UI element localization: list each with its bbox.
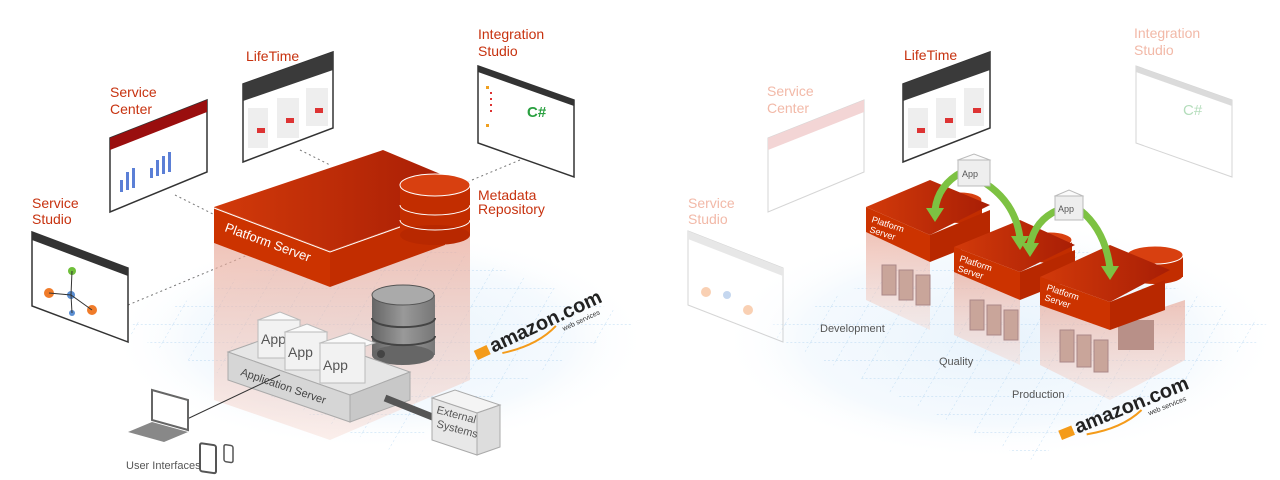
service-center-label-1: Service [110,84,157,100]
service-center-label-2: Center [110,101,152,117]
service-center-screen-faded[interactable] [767,99,865,213]
service-studio-label-1: Service [688,195,735,211]
laptop-icon [128,388,189,442]
arrow-head-icon [1101,266,1119,280]
csharp-icon: C# [527,104,547,121]
app-cubes: App App App [256,311,377,384]
right-diagram: C# Service Studio Service Center Integra… [687,25,1280,460]
connector-lines [127,149,521,306]
service-center-label-1: Service [767,83,814,99]
service-studio-label-2: Studio [32,211,72,227]
environment-development[interactable]: Platform Server [866,180,990,330]
environment-label-production: Production [1012,389,1065,401]
app-label: App [261,331,286,347]
external-pipe [383,394,437,422]
arrow-to-production [1077,207,1114,269]
arrow-head-icon [1021,243,1039,257]
service-center-screen[interactable] [109,98,208,214]
tablet-icon [199,442,217,475]
environment-label-quality: Quality [939,356,974,368]
integration-studio-label-1: Integration [1134,25,1200,41]
app-label: App [288,344,313,360]
lifetime-label: LifeTime [246,48,299,64]
app-cube[interactable]: App [318,332,377,384]
app-label: App [1058,204,1074,214]
integration-studio-label-1: Integration [478,26,544,42]
app-cube[interactable]: App [956,153,992,187]
environment-quality[interactable]: Platform Server [954,220,1075,365]
metadata-repository-icon [399,173,471,245]
metadata-repository-label-1: Metadata [478,187,537,203]
integration-studio-label-2: Studio [478,43,518,59]
phone-icon [223,443,234,464]
lifetime-screen[interactable] [242,50,334,164]
database-icon[interactable] [371,284,436,365]
lifetime-label: LifeTime [904,47,957,63]
app-label: App [962,169,978,179]
left-diagram: Platform Server Metadata Repository Appl… [31,26,650,475]
arrow-head-icon [1011,236,1029,250]
service-studio-screen-faded[interactable] [687,230,784,343]
user-interfaces-label: User Interfaces [126,460,201,472]
app-label: App [323,357,348,373]
app-cube[interactable]: App [256,311,302,359]
arrow-head-icon [926,208,944,222]
integration-studio-label-2: Studio [1134,42,1174,58]
integration-studio-screen-faded[interactable]: C# [1135,65,1233,178]
external-systems[interactable]: External Systems [430,389,502,456]
service-studio-screen[interactable] [31,230,129,344]
ui-connector-line [184,374,281,421]
service-studio-label-1: Service [32,195,79,211]
integration-studio-screen[interactable]: C# [477,64,575,179]
csharp-icon: C# [1183,102,1203,119]
environment-label-development: Development [820,323,885,335]
metadata-repository-label-2: Repository [478,201,545,217]
service-center-label-2: Center [767,100,809,116]
app-cube[interactable]: App [1053,189,1085,221]
service-studio-label-2: Studio [688,211,728,227]
arrow-to-quality-from-app [1026,206,1060,246]
lifetime-screen[interactable] [902,50,991,164]
environment-production[interactable]: Platform Server [1040,245,1185,400]
